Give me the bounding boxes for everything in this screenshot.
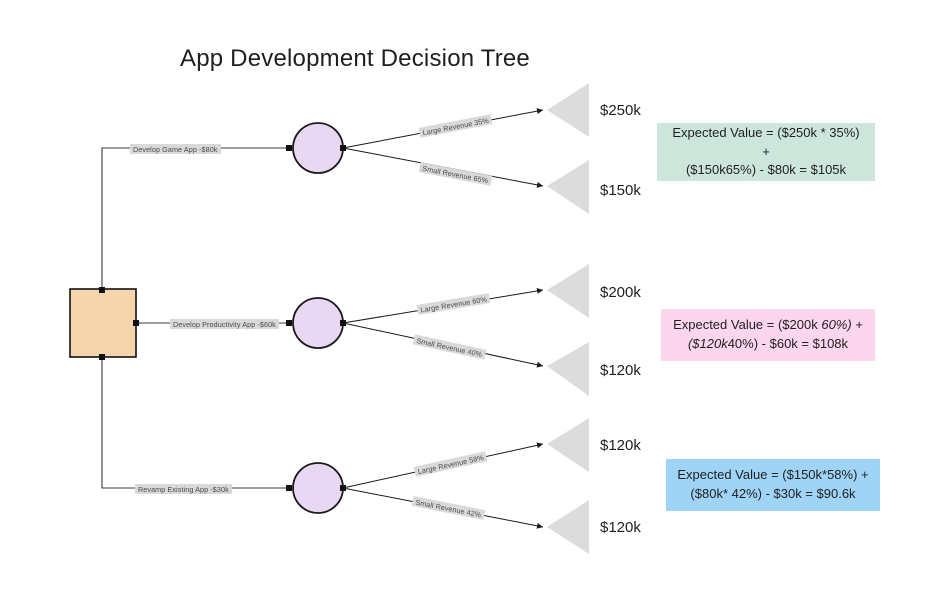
edge-decision-to-game — [101, 147, 290, 290]
edge-label-productivity-decision: Develop Productivity App -$60k — [170, 319, 279, 330]
note-revamp-line1: Expected Value = ($150k*58%) + — [677, 467, 869, 483]
note-productivity-line2-post: 40%) - $60k = $108k — [727, 336, 849, 351]
expected-value-note-productivity: Expected Value = ($200k 60%) + ($120k40%… — [661, 309, 875, 361]
payoff-revamp-small: $120k — [600, 519, 641, 536]
edge-label-game-decision: Develop Game App -$80k — [130, 144, 221, 155]
payoff-productivity-large: $200k — [600, 284, 641, 301]
decision-node-square[interactable] — [69, 288, 137, 358]
page-title: App Development Decision Tree — [180, 45, 530, 72]
chance-revamp-port-right — [340, 485, 346, 491]
expected-value-note-revamp: Expected Value = ($150k*58%) + ($80k* 42… — [666, 459, 880, 511]
terminal-node-productivity-large[interactable] — [547, 264, 589, 318]
terminal-node-revamp-large[interactable] — [547, 418, 589, 472]
note-productivity-line1-post: + — [851, 317, 863, 333]
note-productivity-line1-pre: Expected Value = ($200k — [673, 317, 822, 333]
payoff-revamp-large: $120k — [600, 437, 641, 454]
terminal-node-game-small[interactable] — [547, 160, 589, 214]
chance-node-productivity[interactable] — [292, 297, 344, 349]
decision-port-right — [133, 320, 139, 326]
note-game-line2: ($150k65%) - $80k = $105k — [685, 162, 847, 178]
edge-decision-to-revamp — [101, 357, 290, 489]
payoff-productivity-small: $120k — [600, 362, 641, 379]
chance-productivity-port-left — [286, 320, 292, 326]
decision-port-bottom — [99, 354, 105, 360]
terminal-node-productivity-small[interactable] — [547, 342, 589, 396]
chance-revamp-port-left — [286, 485, 292, 491]
payoff-game-small: $150k — [600, 182, 641, 199]
expected-value-note-game: Expected Value = ($250k * 35%) + ($150k6… — [657, 123, 875, 181]
note-revamp-line2: ($80k* 42%) - $30k = $90.6k — [690, 486, 856, 501]
edge-label-revamp-decision: Revamp Existing App -$30k — [135, 484, 232, 495]
terminal-node-game-large[interactable] — [547, 83, 589, 137]
payoff-game-large: $250k — [600, 102, 641, 119]
chance-node-game[interactable] — [292, 122, 344, 174]
terminal-node-revamp-small[interactable] — [547, 500, 589, 554]
note-productivity-line1-italic: 60%) — [821, 317, 852, 333]
dot-grid-artifact — [487, 4, 633, 26]
chance-game-port-right — [340, 145, 346, 151]
chance-game-port-left — [286, 145, 292, 151]
chance-node-revamp[interactable] — [292, 462, 344, 514]
decision-port-top — [99, 287, 105, 293]
note-game-line1: Expected Value = ($250k * 35%) + — [672, 124, 860, 159]
note-productivity-line2-italic: ($120k — [687, 336, 728, 351]
chance-productivity-port-right — [340, 320, 346, 326]
